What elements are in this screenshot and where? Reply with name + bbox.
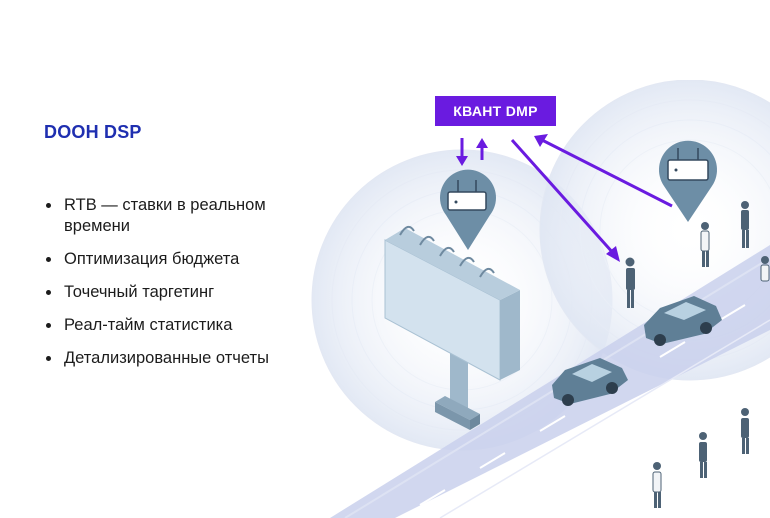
- bullet-item: Оптимизация бюджета: [44, 249, 314, 270]
- pedestrians: [625, 201, 770, 508]
- kvant-dmp-badge: КВАНТ DMP: [435, 96, 556, 126]
- bullet-item: RTB — ставки в реальном времени: [44, 195, 314, 237]
- bullet-item: Точечный таргетинг: [44, 282, 314, 303]
- bullet-list: RTB — ставки в реальном времени Оптимиза…: [44, 195, 314, 381]
- car-right: [644, 296, 722, 346]
- router-pin-right: [658, 140, 717, 222]
- router-pin-billboard: [440, 169, 497, 250]
- dooh-illustration: [311, 80, 770, 518]
- car-left: [552, 358, 628, 406]
- data-arrows: [456, 134, 673, 262]
- bullet-item: Детализированные отчеты: [44, 348, 314, 369]
- billboard: [384, 225, 520, 430]
- slide-title: DOOH DSP: [44, 122, 142, 142]
- bullet-item: Реал-тайм статистика: [44, 315, 314, 336]
